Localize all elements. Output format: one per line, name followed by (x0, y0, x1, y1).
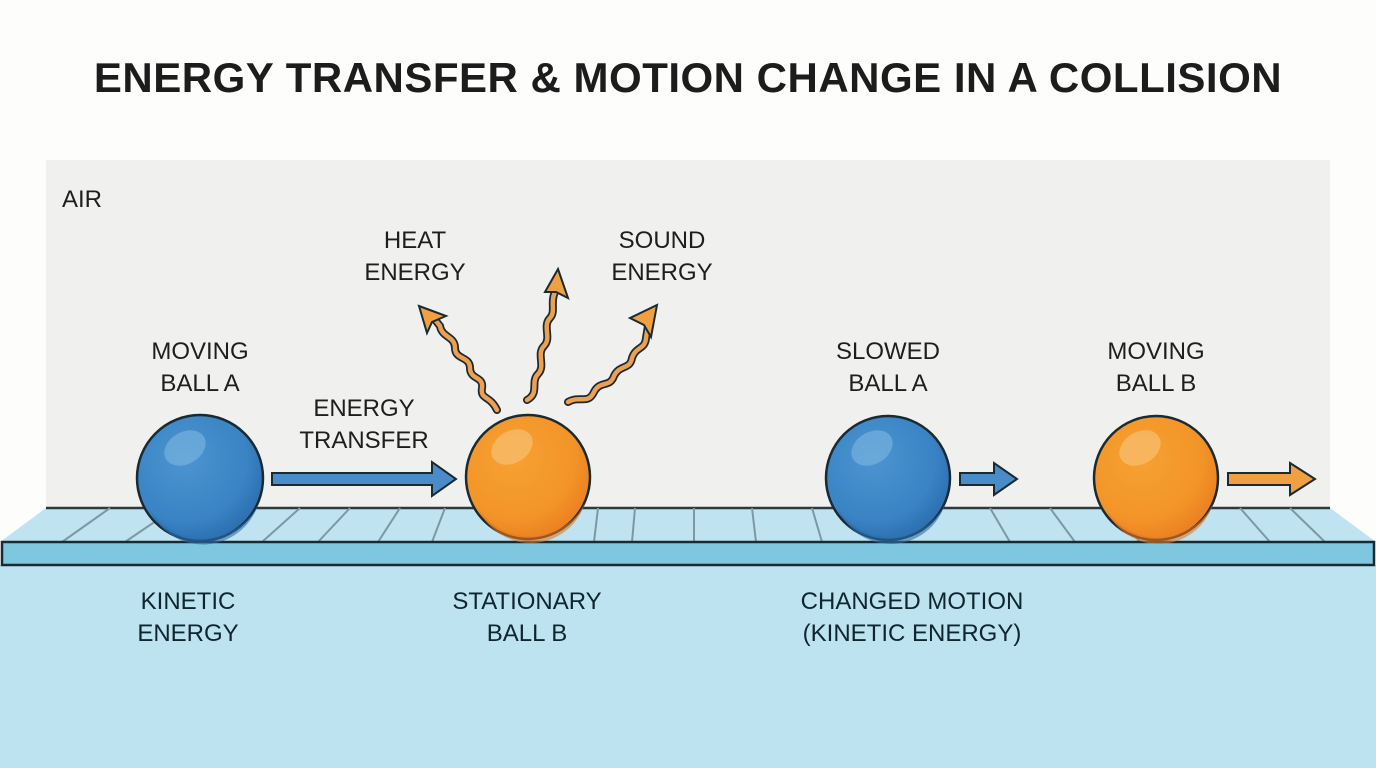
ball-b-before (464, 413, 592, 544)
moving-ball-a-label: MOVING BALL A (151, 338, 249, 397)
floor-edge (0, 540, 1376, 567)
energy-transfer-label: ENERGY TRANSFER (299, 395, 429, 454)
changed-motion-label: CHANGED MOTION (KINETIC ENERGY) (800, 588, 1024, 647)
floor-top (0, 508, 1376, 542)
slowed-ball-a-label: SLOWED BALL A (835, 338, 941, 397)
kinetic-energy-label: KINETIC ENERGY (137, 588, 239, 647)
ball-a-before (135, 413, 265, 545)
sound-wave-right (564, 303, 659, 406)
energy-transfer-arrow (271, 460, 458, 498)
ground (0, 565, 1376, 768)
air-label: AIR (62, 186, 103, 213)
diagram-title: ENERGY TRANSFER & MOTION CHANGE IN A COL… (93, 54, 1283, 101)
slowed-a-arrow (959, 461, 1019, 497)
sound-energy-label: SOUND ENERGY (611, 227, 713, 286)
moving-ball-b-label: MOVING BALL B (1107, 338, 1205, 397)
wave-center (523, 266, 570, 404)
ball-b-after (1092, 414, 1220, 545)
ball-a-after (824, 414, 952, 545)
heat-energy-label: HEAT ENERGY (364, 227, 466, 286)
stationary-ball-b-label: STATIONARY BALL B (452, 588, 602, 647)
moving-b-arrow (1227, 461, 1317, 497)
heat-wave-left (417, 304, 501, 414)
